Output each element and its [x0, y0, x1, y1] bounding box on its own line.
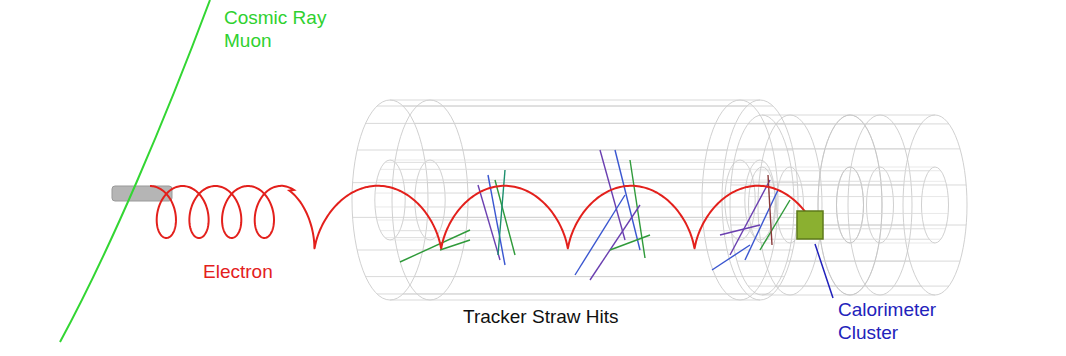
wire [850, 243, 935, 244]
ring [375, 160, 405, 240]
wire [844, 239, 929, 240]
wire [748, 286, 836, 287]
calorimeter-cluster [797, 211, 823, 239]
straw-hit [745, 190, 778, 260]
ring [903, 115, 967, 295]
wire [366, 276, 736, 277]
straw-hits [400, 150, 790, 280]
wire [836, 123, 921, 124]
straw-hit [495, 180, 515, 255]
straw-hit [498, 170, 505, 255]
electron-label: Electron [201, 260, 275, 283]
wire [756, 170, 844, 171]
wire [353, 217, 723, 218]
ring [836, 167, 863, 243]
wire [751, 228, 839, 229]
wire [377, 106, 747, 107]
straw-hit [590, 205, 640, 280]
ring [818, 115, 882, 295]
wire [819, 184, 904, 185]
wire [375, 206, 745, 207]
tracker-label: Tracker Straw Hits [461, 305, 621, 328]
wire [844, 170, 929, 171]
calorimeter-label: Calorimeter Cluster [836, 298, 964, 344]
wire [390, 240, 760, 241]
wire [377, 180, 747, 181]
wire [825, 261, 910, 262]
wire [837, 213, 922, 214]
electron-track [150, 186, 808, 248]
straw-hit [760, 200, 790, 250]
ring [730, 115, 794, 295]
wire [839, 228, 924, 229]
ring [722, 100, 798, 300]
straw-hit [768, 175, 772, 245]
ring [836, 167, 863, 243]
wire [762, 115, 850, 116]
ring [818, 115, 882, 295]
wire [836, 286, 921, 287]
wire [385, 162, 755, 163]
ring [392, 100, 468, 300]
wire [357, 150, 727, 151]
wire [751, 181, 839, 182]
calorimeter-wireframe [730, 115, 967, 295]
wire [737, 261, 825, 262]
wire [825, 148, 910, 149]
wire [390, 160, 760, 161]
tracker-wireframe [352, 100, 798, 300]
leader-line [815, 244, 833, 298]
wire [819, 225, 904, 226]
straw-hit [400, 230, 470, 262]
ring [352, 100, 428, 300]
straw-hit [720, 225, 760, 235]
ring [758, 115, 822, 295]
cosmic-ray-label: Cosmic Ray Muon [222, 6, 344, 52]
wire [737, 148, 825, 149]
ring [921, 167, 948, 243]
wire [357, 250, 727, 251]
straw-hit [712, 245, 750, 270]
wire [366, 123, 736, 124]
wire [380, 169, 750, 170]
straw-hit [600, 150, 625, 240]
wire [377, 220, 747, 221]
wire [731, 184, 819, 185]
wire [762, 295, 850, 296]
wire [850, 167, 935, 168]
wire [377, 293, 747, 294]
wire [353, 182, 723, 183]
wire [837, 196, 922, 197]
wire [390, 300, 760, 301]
ring [848, 115, 912, 295]
ring [415, 160, 445, 240]
wire [850, 295, 935, 296]
straw-hit [610, 235, 650, 250]
wire [748, 123, 836, 124]
ring [866, 167, 893, 243]
wire [390, 100, 760, 101]
wire [839, 181, 924, 182]
wire [762, 167, 850, 168]
wire [850, 115, 935, 116]
wire [375, 193, 745, 194]
wire [762, 243, 850, 244]
muon-track [60, 0, 210, 342]
straw-hit [575, 195, 625, 275]
